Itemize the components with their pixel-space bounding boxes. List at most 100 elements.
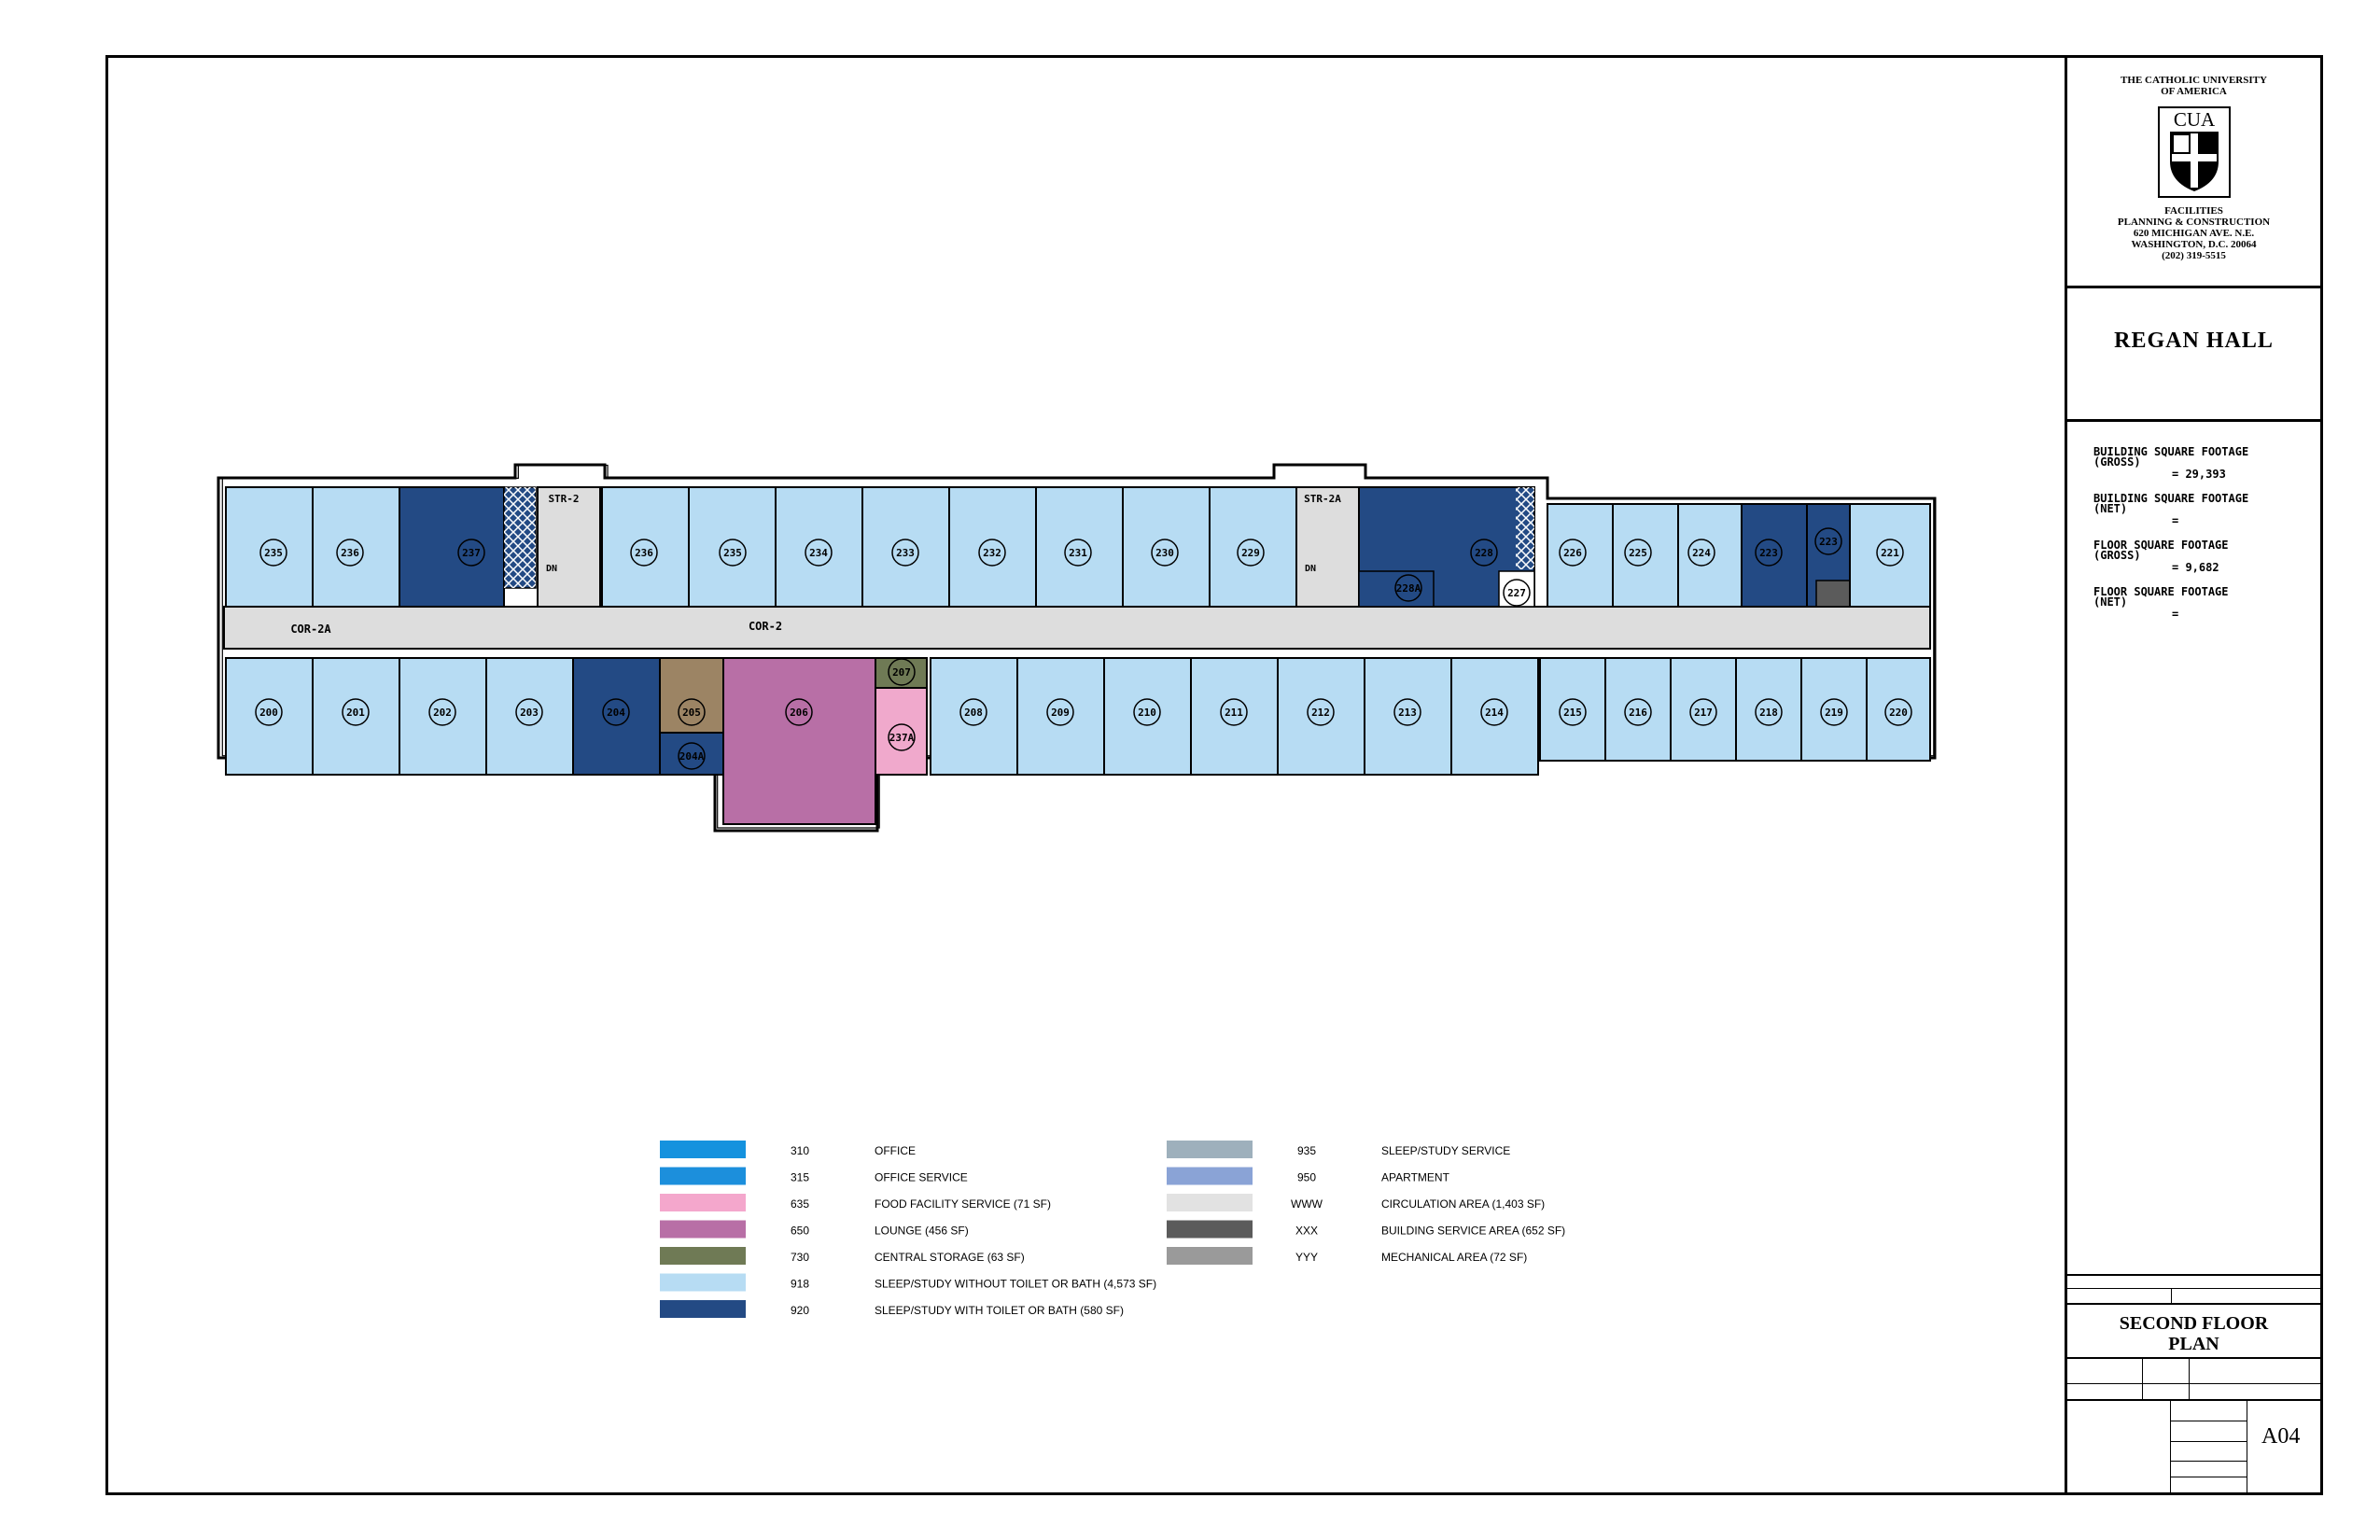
- room-tag-circle-215: [1559, 698, 1587, 726]
- sf-label-3a: FLOOR SQUARE FOOTAGE: [2093, 585, 2229, 598]
- legend-code-730: 730: [791, 1251, 809, 1264]
- legend-code-310: 310: [791, 1144, 809, 1157]
- room-number-233: 233: [896, 547, 915, 559]
- legend-code-WWW: WWW: [1291, 1197, 1323, 1211]
- room-top-235: [688, 486, 777, 608]
- legend-label-WWW: CIRCULATION AREA (1,403 SF): [1381, 1197, 1545, 1211]
- room-number-201: 201: [346, 707, 365, 719]
- sheet-number: A04: [2261, 1424, 2301, 1449]
- room-number-208: 208: [964, 707, 983, 719]
- room-tag-circle-200: [255, 698, 283, 726]
- room-top-236: [312, 486, 400, 608]
- room-tag-circle-211: [1220, 698, 1248, 726]
- room-number-219: 219: [1825, 707, 1843, 719]
- room-bottom-206: [722, 657, 876, 825]
- building-inner-wall: [221, 464, 1935, 829]
- room-number-210: 210: [1138, 707, 1156, 719]
- legend-swatch-YYY: [1167, 1247, 1253, 1265]
- room-tag-circle-228: [1470, 539, 1498, 567]
- legend-code-950: 950: [1297, 1171, 1316, 1184]
- legend-code-650: 650: [791, 1225, 809, 1238]
- room-number-212: 212: [1311, 707, 1330, 719]
- sf-label-2a: FLOOR SQUARE FOOTAGE: [2093, 539, 2229, 552]
- building-name: REGAN HALL: [2114, 329, 2274, 353]
- room-tag-circle-212: [1307, 698, 1335, 726]
- drawing-title-line1: SECOND FLOOR: [2119, 1313, 2269, 1334]
- legend-code-918: 918: [791, 1278, 809, 1291]
- legend-swatch-730: [660, 1247, 746, 1265]
- sf-label-0a: BUILDING SQUARE FOOTAGE: [2093, 445, 2249, 458]
- legend-label-918: SLEEP/STUDY WITHOUT TOILET OR BATH (4,57…: [875, 1278, 1156, 1291]
- room-number-207: 207: [892, 666, 911, 679]
- room-tag-circle-230: [1151, 539, 1179, 567]
- room-number-216: 216: [1629, 707, 1647, 719]
- room-tag-circle-203: [515, 698, 543, 726]
- legend-swatch-310: [660, 1141, 746, 1158]
- room-top-232: [948, 486, 1037, 608]
- room-number-237: 237: [462, 547, 481, 559]
- room-bottom-219: [1800, 657, 1868, 762]
- room-bottom-202: [399, 657, 487, 776]
- room-top-234: [775, 486, 863, 608]
- address-line2: WASHINGTON, D.C. 20064: [2131, 239, 2257, 250]
- legend-label-635: FOOD FACILITY SERVICE (71 SF): [875, 1197, 1051, 1211]
- room-top-236: [601, 486, 690, 608]
- room-number-203: 203: [520, 707, 539, 719]
- title-block: THE CATHOLIC UNIVERSITY OF AMERICA CUA F…: [2065, 55, 2323, 1495]
- department-line2: PLANNING & CONSTRUCTION: [2117, 217, 2271, 228]
- room-bottom-217: [1670, 657, 1737, 762]
- legend-label-650: LOUNGE (456 SF): [875, 1225, 969, 1238]
- room-tag-circle-237A: [888, 723, 916, 751]
- room-tag-circle-204A: [678, 742, 706, 770]
- room-tag-circle-229: [1237, 539, 1265, 567]
- room-bottom-210: [1103, 657, 1192, 776]
- room-number-217: 217: [1694, 707, 1713, 719]
- stair-label-0: STR-2: [548, 493, 579, 505]
- legend-label-935: SLEEP/STUDY SERVICE: [1381, 1144, 1510, 1157]
- room-number-235: 235: [264, 547, 283, 559]
- stair-dn-0: DN: [546, 564, 557, 574]
- room-tag-circle-205: [678, 698, 706, 726]
- room-top-227: [1498, 570, 1535, 608]
- drawing-title-line2: PLAN: [2168, 1334, 2219, 1354]
- room-number-228: 228: [1475, 547, 1493, 559]
- room-tag-circle-233: [891, 539, 919, 567]
- room-number-204A: 204A: [679, 750, 705, 763]
- legend-swatch-920: [660, 1300, 746, 1318]
- room-tag-circle-235: [719, 539, 747, 567]
- room-number-200: 200: [259, 707, 278, 719]
- room-number-221: 221: [1881, 547, 1899, 559]
- legend-code-315: 315: [791, 1171, 809, 1184]
- room-tag-circle-208: [959, 698, 987, 726]
- sf-label-3b: (NET): [2093, 595, 2128, 609]
- room-tag-circle-219: [1820, 698, 1848, 726]
- legend-swatch-918: [660, 1273, 746, 1292]
- room-tag-circle-234: [805, 539, 833, 567]
- legend-code-YYY: YYY: [1295, 1251, 1318, 1264]
- legend-label-730: CENTRAL STORAGE (63 SF): [875, 1251, 1025, 1264]
- shaft-237-hatch: [504, 487, 536, 588]
- rooms-layer: [223, 486, 1931, 825]
- room-number-236: 236: [341, 547, 359, 559]
- legend-label-YYY: MECHANICAL AREA (72 SF): [1381, 1251, 1527, 1264]
- room-tag-circle-223: [1814, 527, 1842, 555]
- legend-swatch-XXX: [1167, 1220, 1253, 1239]
- room-bottom-220: [1866, 657, 1931, 762]
- department-line1: FACILITIES: [2164, 205, 2223, 217]
- room-number-236: 236: [635, 547, 653, 559]
- room-tag-circle-236: [630, 539, 658, 567]
- room-top-237: [399, 486, 505, 608]
- room-number-226: 226: [1563, 547, 1582, 559]
- university-name-line1: THE CATHOLIC UNIVERSITY: [2121, 75, 2267, 86]
- room-number-211: 211: [1225, 707, 1243, 719]
- room-number-231: 231: [1069, 547, 1087, 559]
- room-tag-circle-224: [1687, 539, 1715, 567]
- legend-code-XXX: XXX: [1295, 1225, 1318, 1238]
- phone-number: (202) 319-5515: [2162, 250, 2226, 261]
- institution-block: THE CATHOLIC UNIVERSITY OF AMERICA CUA F…: [2067, 58, 2320, 288]
- stair-str-2: [537, 486, 601, 608]
- room-number-223: 223: [1759, 547, 1778, 559]
- legend-swatch-935: [1167, 1141, 1253, 1158]
